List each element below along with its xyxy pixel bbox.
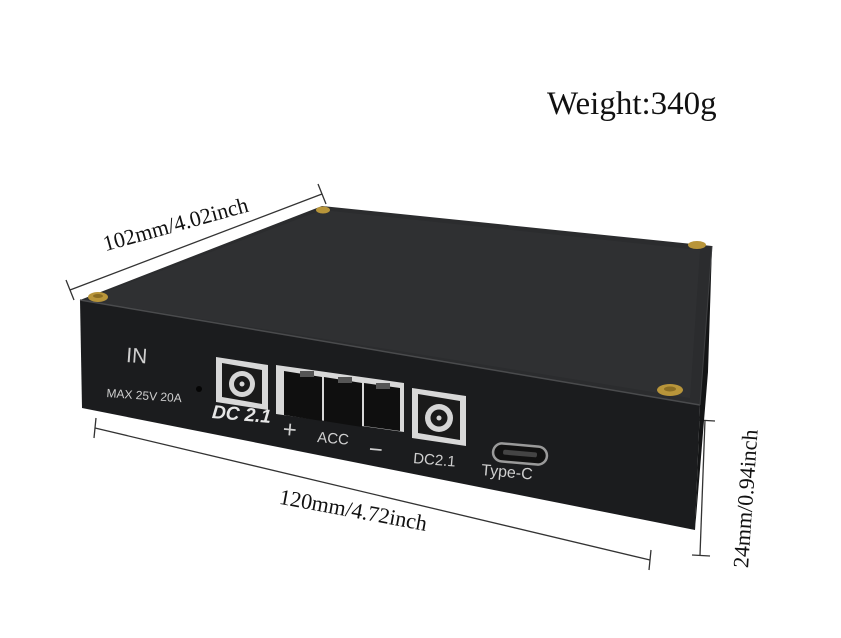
terminal-acc [324, 377, 362, 427]
enclosure-top-highlight [84, 210, 700, 398]
screws [88, 206, 706, 396]
input-label: IN [125, 344, 148, 369]
enclosure-side [695, 246, 712, 530]
dc-port-2 [412, 388, 466, 446]
acc-label: ACC [316, 429, 350, 449]
usb-c-port [491, 442, 549, 466]
led-hole-icon [196, 386, 202, 392]
dc-port-1 [216, 357, 268, 410]
depth-dimension-line [69, 193, 323, 291]
enclosure [79, 206, 713, 530]
weight-label: Weight:340g [547, 86, 717, 122]
terminal-minus [364, 383, 400, 431]
minus-label: − [367, 436, 384, 465]
dimension-lines [65, 183, 716, 571]
plus-label: + [281, 416, 298, 445]
terminal-plus [284, 371, 322, 421]
terminal-block [276, 365, 404, 432]
screw-icon [316, 206, 330, 214]
dc-port-2-label: DC2.1 [412, 450, 457, 471]
screw-icon [688, 241, 706, 249]
width-dimension-line [94, 427, 651, 561]
height-dimension-line [699, 419, 706, 556]
